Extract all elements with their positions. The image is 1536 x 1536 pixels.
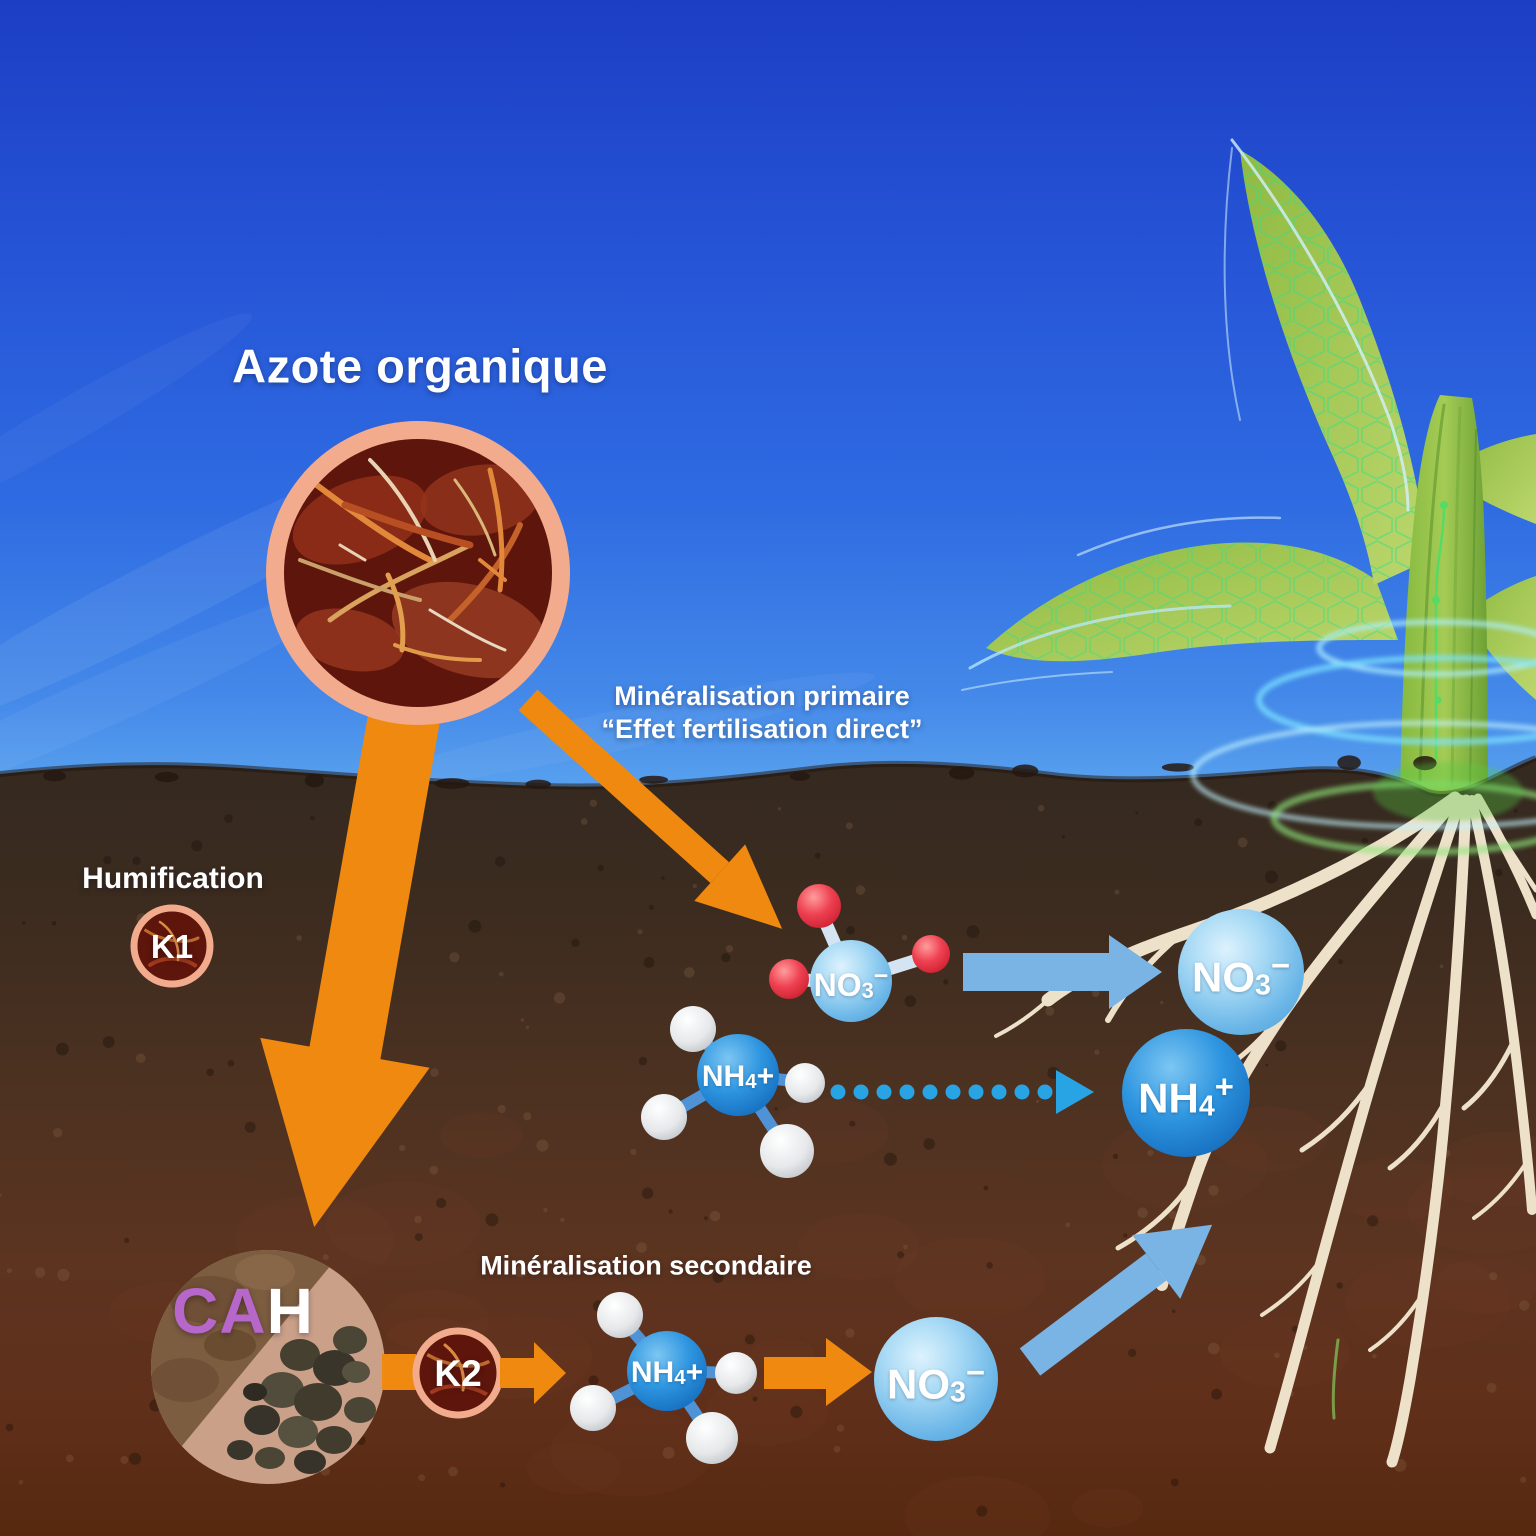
nitrate-molecule-top [769, 884, 950, 1022]
root-path [1115, 1172, 1199, 1251]
page-title: Azote organique [232, 339, 608, 393]
humification-label: Humification [82, 862, 264, 895]
hydrogen-atom [670, 1006, 716, 1052]
hydrogen-atom [760, 1124, 814, 1178]
oxygen-atom [769, 959, 809, 999]
nitrogen-center [627, 1331, 707, 1411]
secondary-mineralisation-label: Minéralisation secondaire [480, 1250, 812, 1281]
ammonium-sphere-label: NH4+ [1138, 1067, 1234, 1123]
cah-label: CAH [172, 1274, 314, 1348]
nitrate-sphere-right [1178, 909, 1304, 1035]
ammonium-molecule-label: NH4+ [701, 1060, 775, 1094]
soil-surface-clods [43, 755, 1437, 789]
ammonium-molecule-bottom-label: NH4+ [630, 1356, 704, 1390]
k2-to-ammonium-arrow [500, 1342, 566, 1404]
primary-mineralisation-line2: “Effet fertilisation direct” [601, 714, 923, 744]
nitrate-uptake-arrow [963, 935, 1162, 1009]
hydrogen-atom [570, 1385, 616, 1431]
nitrate-sphere-bottom-label: NO3− [886, 1353, 986, 1409]
root-path [994, 998, 1050, 1038]
nitrate-sphere-label: NO3− [1191, 946, 1291, 1002]
root-path [1368, 1288, 1427, 1352]
root-green-strand [1331, 1338, 1340, 1420]
root-path [1487, 817, 1536, 893]
cah-to-k2-arrow [382, 1354, 416, 1390]
root-path [1260, 1256, 1324, 1317]
ammonium-dotted-arrow [830, 1070, 1094, 1114]
primary-mineralisation-arrow [518, 689, 783, 929]
plant-base-glow-rings [1190, 619, 1536, 856]
hydrogen-atom [641, 1094, 687, 1140]
soil-texture-speckles [0, 799, 1530, 1517]
root-path [1386, 794, 1472, 1468]
primary-mineralisation-line1: Minéralisation primaire [614, 681, 910, 711]
leaf-hex-overlay [986, 542, 1398, 662]
hydrogen-atom [785, 1063, 825, 1103]
leaf-swoosh-outlines [961, 138, 1410, 691]
stem-circuit-traces [1432, 501, 1448, 760]
hydrogen-atom [686, 1412, 738, 1464]
cah-humus-part: H [266, 1275, 314, 1347]
oxygen-atom [912, 935, 950, 973]
nitrogen-center [697, 1034, 779, 1116]
ammonium-molecule-bottom [570, 1292, 757, 1464]
organic-matter-circle [266, 421, 570, 725]
k1-badge [130, 904, 214, 988]
cah-circle [151, 1250, 385, 1484]
hydrogen-atom [597, 1292, 643, 1338]
k2-coefficient: K2 [434, 1353, 482, 1394]
humification-arrow [260, 711, 440, 1228]
root-path [1264, 794, 1466, 1454]
oxygen-atom [797, 884, 841, 928]
root-path [1461, 1037, 1517, 1111]
organic-matter-fibers [292, 458, 549, 679]
leaf-hex-overlay [1240, 150, 1428, 585]
nitrate-molecule-label: NO3− [813, 962, 889, 1004]
root-path [1299, 1077, 1375, 1153]
ammonium-sphere-right [1122, 1029, 1250, 1157]
nitrate-to-roots-arrow [1019, 1224, 1213, 1376]
root-path [1156, 794, 1461, 1291]
primary-mineralisation-label: Minéralisation primaire “Effet fertilisa… [601, 680, 922, 746]
k1-coefficient: K1 [150, 928, 194, 965]
root-path [1472, 1158, 1530, 1220]
root-path [1387, 1097, 1449, 1171]
nitrate-sphere-bottom [874, 1317, 998, 1441]
humus-clumps [227, 1326, 376, 1474]
nitrogen-center [810, 940, 892, 1022]
cah-clay-part: CA [172, 1275, 267, 1347]
ammonium-to-nitrate-arrow [764, 1338, 872, 1406]
ammonium-molecule-middle [641, 1006, 825, 1178]
hydrogen-atom [715, 1352, 757, 1394]
